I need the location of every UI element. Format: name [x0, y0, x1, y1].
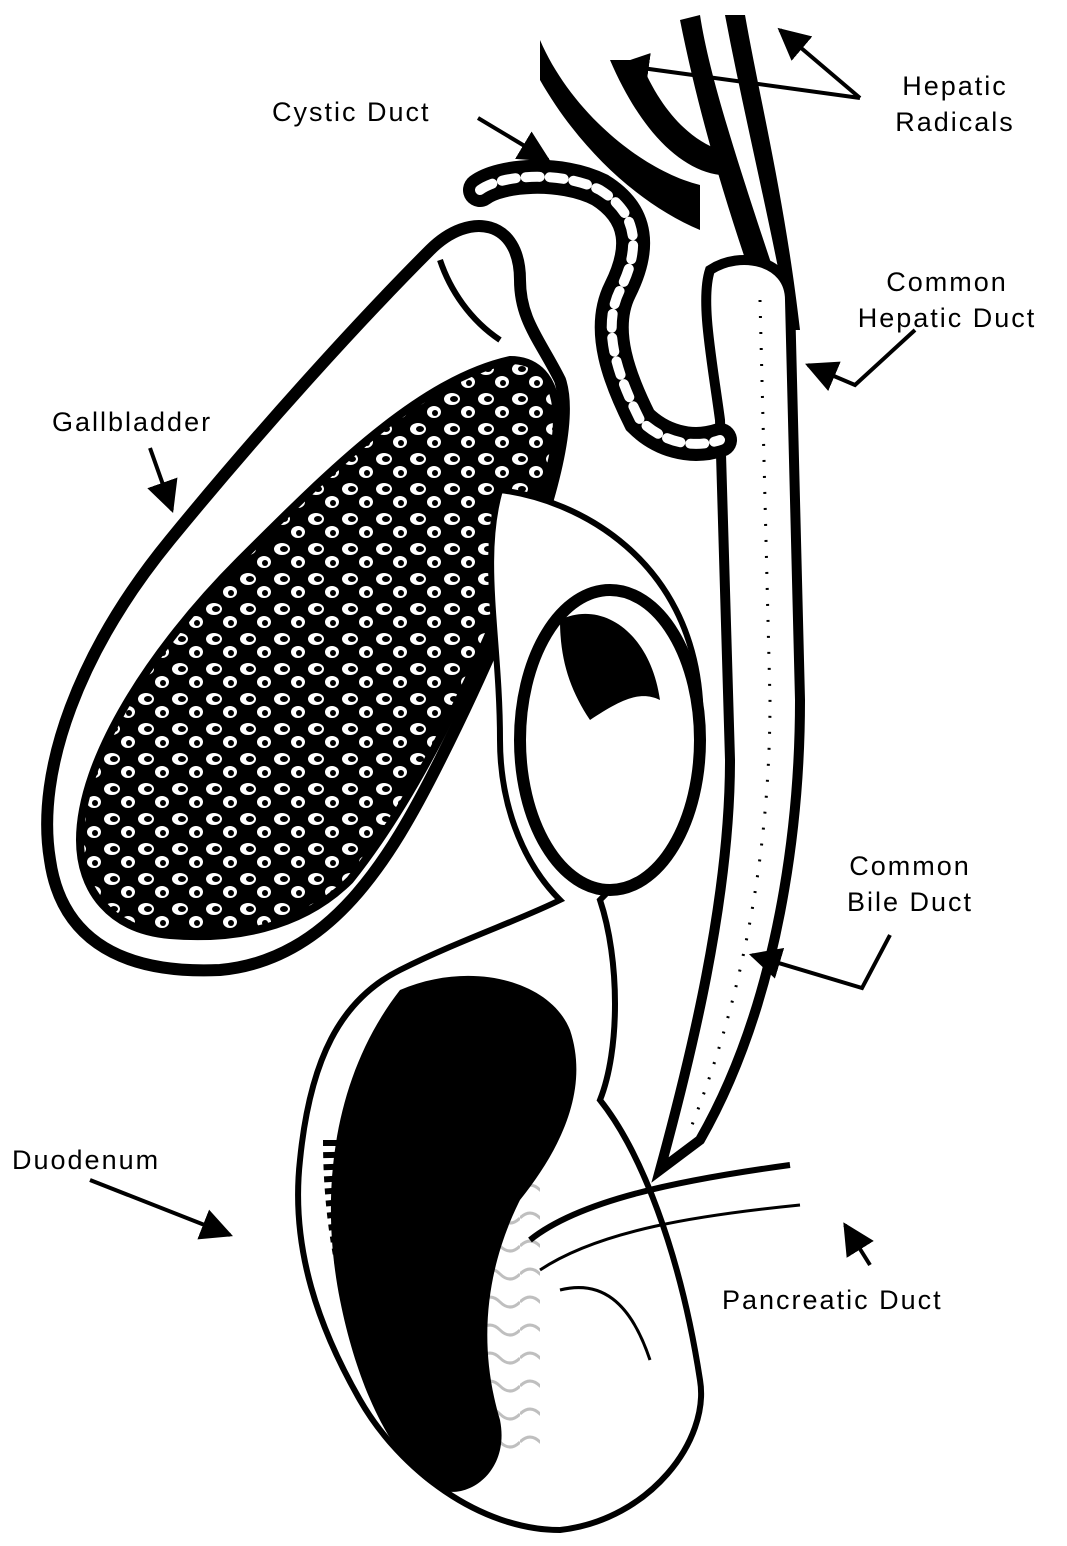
common-bile-duct-label-line-2: Bile Duct — [830, 884, 990, 920]
cystic-duct-label: Cystic Duct — [272, 94, 431, 130]
gallbladder-label: Gallbladder — [52, 404, 212, 440]
gallbladder-arrow — [150, 448, 172, 510]
common-bile-duct-label: Common Bile Duct — [830, 848, 990, 920]
gallbladder-shape — [47, 226, 564, 970]
common-hepatic-duct-label: Common Hepatic Duct — [838, 264, 1056, 336]
common-hepatic-duct-arrow — [808, 330, 915, 385]
duodenum-label: Duodenum — [12, 1142, 160, 1178]
pancreatic-duct-arrow — [845, 1225, 870, 1265]
hepatic-radicals-label-line-2: Radicals — [880, 104, 1030, 140]
duodenum-arrow — [90, 1180, 230, 1235]
common-hepatic-duct-label-line-2: Hepatic Duct — [838, 300, 1056, 336]
duodenum-label-text: Duodenum — [12, 1145, 160, 1175]
pancreatic-duct-label-text: Pancreatic Duct — [722, 1285, 943, 1315]
hepatic-radicals-label: Hepatic Radicals — [880, 68, 1030, 140]
common-bile-duct-label-line-1: Common — [830, 848, 990, 884]
cystic-duct-label-text: Cystic Duct — [272, 97, 431, 127]
common-hepatic-duct-label-line-1: Common — [838, 264, 1056, 300]
cystic-duct-arrow — [478, 118, 548, 160]
gallbladder-label-text: Gallbladder — [52, 407, 212, 437]
hepatic-radicals-label-line-1: Hepatic — [880, 68, 1030, 104]
pancreatic-duct-label: Pancreatic Duct — [722, 1282, 943, 1318]
